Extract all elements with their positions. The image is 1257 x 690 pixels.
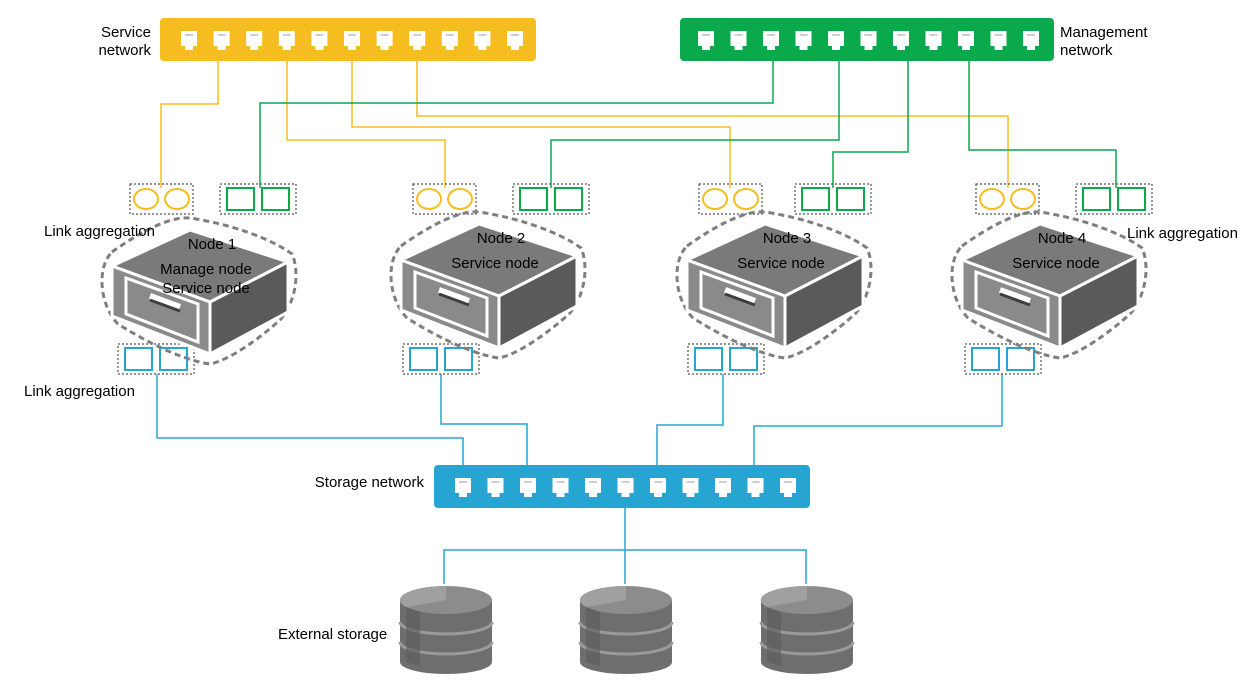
fiber-port-icon	[733, 188, 759, 210]
ethernet-port-icon	[409, 347, 438, 371]
node-outline	[100, 216, 298, 366]
node-title: Node 2	[477, 230, 525, 247]
storage-disk-icon	[578, 584, 674, 676]
fiber-port-icon	[447, 188, 473, 210]
management-network-label-line2: network	[1060, 42, 1113, 59]
link-aggregation-label-bottom: Link aggregation	[24, 383, 135, 400]
port-group-box	[687, 343, 765, 375]
ethernet-port-icon	[1006, 347, 1035, 371]
link-aggregation-groups	[117, 183, 1153, 375]
port-group-box	[402, 343, 480, 375]
ethernet-port-icon	[226, 187, 255, 211]
service-links	[160, 40, 1009, 188]
ethernet-port-icon	[1082, 187, 1111, 211]
node-title: Node 1	[188, 236, 236, 253]
storage-disk-icon	[398, 584, 494, 676]
node-outline	[389, 210, 587, 360]
storage-links	[156, 374, 1003, 584]
service-network-label-line2: network	[98, 42, 151, 59]
storage-network-switch	[434, 465, 810, 508]
fiber-port-icon	[979, 188, 1005, 210]
management-links	[259, 40, 1117, 188]
service-network-switch	[160, 18, 536, 61]
port-group-box	[1075, 183, 1153, 215]
ethernet-port-icon	[554, 187, 583, 211]
storage-disk-icon	[759, 584, 855, 676]
node-title: Node 3	[763, 230, 811, 247]
ethernet-port-icon	[519, 187, 548, 211]
management-network-switch	[680, 18, 1054, 61]
fiber-port-icon	[416, 188, 442, 210]
management-network-label: Management	[1060, 24, 1148, 41]
fiber-port-icon	[702, 188, 728, 210]
ethernet-port-icon	[694, 347, 723, 371]
node-outline	[675, 210, 873, 360]
node-role: Manage node	[160, 261, 252, 278]
ethernet-port-icon	[444, 347, 473, 371]
port-group-box	[219, 183, 297, 215]
link-aggregation-label-top: Link aggregation	[44, 223, 155, 240]
ethernet-port-icon	[261, 187, 290, 211]
node-outline	[950, 210, 1148, 360]
port-group-box	[964, 343, 1042, 375]
fiber-port-icon	[164, 188, 190, 210]
ethernet-port-icon	[159, 347, 188, 371]
node-role: Service node	[1012, 255, 1100, 272]
fiber-port-icon	[133, 188, 159, 210]
node-2: Node 2 Service node	[389, 210, 587, 360]
storage-network-label: Storage network	[315, 474, 425, 491]
node-role-secondary: Service node	[162, 280, 250, 297]
node-3: Node 3 Service node	[675, 210, 873, 360]
fiber-port-icon	[1010, 188, 1036, 210]
port-group-box	[512, 183, 590, 215]
port-group-box	[117, 343, 195, 375]
node-title: Node 4	[1038, 230, 1086, 247]
node-role: Service node	[451, 255, 539, 272]
ethernet-port-icon	[971, 347, 1000, 371]
link-aggregation-label-right: Link aggregation	[1127, 225, 1238, 242]
external-storage-disks	[398, 584, 855, 676]
ethernet-port-icon	[801, 187, 830, 211]
node-4: Node 4 Service node	[950, 210, 1148, 360]
ethernet-port-icon	[729, 347, 758, 371]
port-group-box	[698, 183, 763, 215]
node-role: Service node	[737, 255, 825, 272]
port-group-box	[129, 183, 194, 215]
service-network-label: Service	[101, 24, 151, 41]
port-group-box	[794, 183, 872, 215]
ethernet-port-icon	[836, 187, 865, 211]
port-group-box	[975, 183, 1040, 215]
external-storage-label: External storage	[278, 626, 387, 643]
ethernet-port-icon	[1117, 187, 1146, 211]
ethernet-port-icon	[124, 347, 153, 371]
port-group-box	[412, 183, 477, 215]
